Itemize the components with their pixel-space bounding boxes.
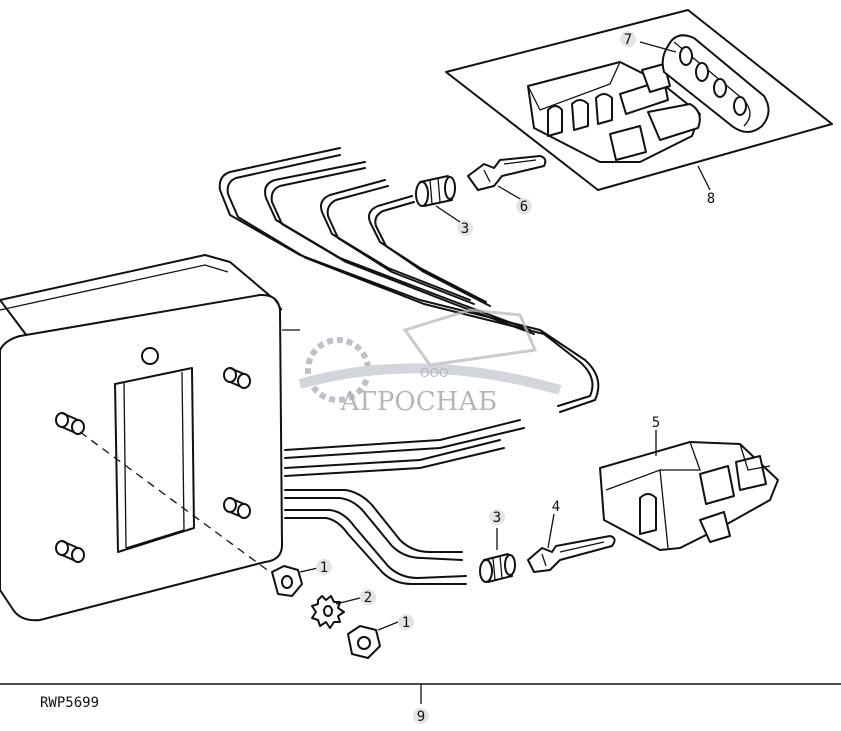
lock-washer xyxy=(311,595,345,629)
svg-text:5: 5 xyxy=(652,415,660,431)
control-module-housing xyxy=(0,254,300,622)
callout-3-lower: 3 xyxy=(489,509,505,526)
svg-text:4: 4 xyxy=(552,499,560,515)
svg-text:9: 9 xyxy=(417,709,425,725)
callout-5: 5 xyxy=(648,414,664,431)
svg-text:3: 3 xyxy=(461,221,469,237)
svg-text:1: 1 xyxy=(320,560,328,576)
svg-text:2: 2 xyxy=(364,590,372,606)
svg-text:8: 8 xyxy=(707,191,715,207)
svg-text:7: 7 xyxy=(624,32,632,48)
callout-7: 7 xyxy=(620,31,636,48)
mounting-stud xyxy=(55,412,85,435)
grommet-seal xyxy=(661,34,770,133)
hex-nut-upper xyxy=(271,565,303,597)
mounting-stud xyxy=(223,367,251,389)
callout-4: 4 xyxy=(548,498,564,515)
callout-3-upper: 3 xyxy=(457,220,473,237)
svg-text:3: 3 xyxy=(493,510,501,526)
callout-2: 2 xyxy=(360,589,376,606)
callout-8: 8 xyxy=(703,190,719,207)
hex-nut-lower xyxy=(347,625,381,659)
watermark-logo: ООО АГРОСНАБ xyxy=(298,308,562,417)
wire-seal-upper xyxy=(415,175,456,207)
callout-1-b: 1 xyxy=(398,614,414,631)
callout-6: 6 xyxy=(516,198,532,215)
svg-text:1: 1 xyxy=(402,615,410,631)
connector-housing-lower xyxy=(599,441,779,551)
wire-harness-upper xyxy=(218,147,600,413)
terminal-pin-lower xyxy=(527,535,616,573)
wire-seal-lower xyxy=(479,553,516,583)
callout-leaders xyxy=(299,41,711,704)
mounting-stud xyxy=(223,497,251,519)
watermark-prefix: ООО xyxy=(420,366,448,380)
svg-text:6: 6 xyxy=(520,199,528,215)
callout-9: 9 xyxy=(413,708,429,725)
reference-code: RWP5699 xyxy=(40,695,99,711)
watermark-brand: АГРОСНАБ xyxy=(340,387,497,417)
wire-harness-lower xyxy=(284,419,525,585)
terminal-pin-upper xyxy=(467,155,547,191)
callout-1-a: 1 xyxy=(316,559,332,576)
mounting-stud xyxy=(55,540,85,563)
connector-housing-upper xyxy=(527,61,701,163)
